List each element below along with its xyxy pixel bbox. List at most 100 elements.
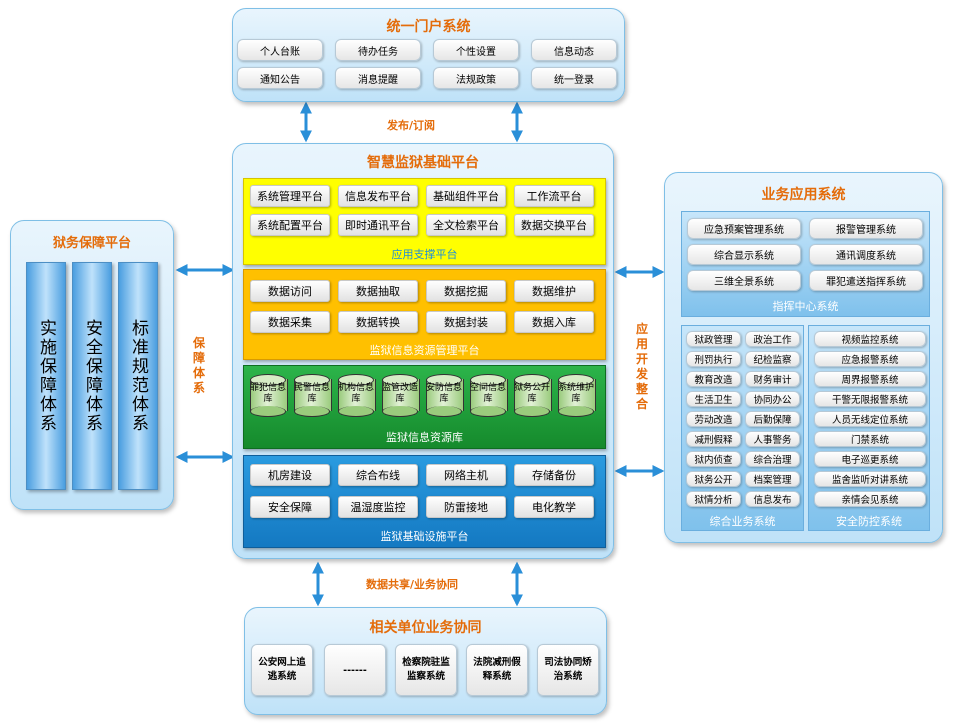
portal-item[interactable]: 信息动态 [531,39,617,61]
infra-item[interactable]: 安全保障 [250,496,330,518]
security-item[interactable]: 视频监控系统 [814,331,926,347]
business-panel: 业务应用系统 应急预案管理系统 报警管理系统 综合显示系统 通讯调度系统 三维全… [664,172,943,543]
security-item[interactable]: 监舍监听对讲系统 [814,471,926,487]
infra-item[interactable]: 温湿度监控 [338,496,418,518]
info-mgmt-title: 监狱信息资源管理平台 [369,344,480,357]
infra-item[interactable]: 机房建设 [250,464,330,486]
app-support-item[interactable]: 数据交换平台 [514,214,594,236]
security-item[interactable]: 周界报警系统 [814,371,926,387]
platform-panel: 智慧监狱基础平台 系统管理平台 信息发布平台 基础组件平台 工作流平台 系统配置… [232,143,614,559]
app-support-item[interactable]: 工作流平台 [514,185,594,207]
app-support-item[interactable]: 系统配置平台 [250,214,330,236]
integrated-item[interactable]: 狱内侦查 [686,451,741,467]
portal-item[interactable]: 法规政策 [433,67,519,89]
db-cylinder[interactable]: 系统维护库 [558,374,596,417]
data-share-label: 数据共享/业务协同 [366,578,459,591]
db-label: 空间信息库 [470,383,507,404]
portal-item[interactable]: 个性设置 [433,39,519,61]
security-item[interactable]: 人员无线定位系统 [814,411,926,427]
security-item[interactable]: 应急报警系统 [814,351,926,367]
security-item[interactable]: 亲情会见系统 [814,491,926,507]
app-support-item[interactable]: 即时通讯平台 [338,214,418,236]
integrated-item[interactable]: 信息发布 [745,491,800,507]
app-support-layer: 系统管理平台 信息发布平台 基础组件平台 工作流平台 系统配置平台 即时通讯平台… [243,178,606,265]
integrated-item[interactable]: 后勤保障 [745,411,800,427]
info-mgmt-layer: 数据访问 数据抽取 数据挖掘 数据维护 数据采集 数据转换 数据封装 数据入库 … [243,269,606,360]
integrated-item[interactable]: 财务审计 [745,371,800,387]
integrated-item[interactable]: 协同办公 [745,391,800,407]
integrated-subpanel: 狱政管理 刑罚执行 教育改造 生活卫生 劳动改造 减刑假释 狱内侦查 狱务公开 … [681,325,804,531]
db-label: 罪犯信息库 [250,383,287,404]
app-support-item[interactable]: 系统管理平台 [250,185,330,207]
command-item[interactable]: 报警管理系统 [809,218,923,239]
integrated-item[interactable]: 刑罚执行 [686,351,741,367]
info-mgmt-item[interactable]: 数据封装 [426,311,506,333]
partner-item[interactable]: 检察院驻监监察系统 [395,644,457,696]
infra-item[interactable]: 防雷接地 [426,496,506,518]
info-mgmt-item[interactable]: 数据挖掘 [426,280,506,302]
partner-item[interactable]: 司法协同矫治系统 [537,644,599,696]
db-cylinder[interactable]: 空间信息库 [470,374,508,417]
command-item[interactable]: 综合显示系统 [687,244,801,265]
portal-panel: 统一门户系统 个人台账 待办任务 个性设置 信息动态 通知公告 消息提醒 法规政… [232,8,625,102]
info-mgmt-item[interactable]: 数据访问 [250,280,330,302]
integrated-item[interactable]: 档案管理 [745,471,800,487]
app-support-item[interactable]: 全文检索平台 [426,214,506,236]
db-label: 系统维护库 [558,383,595,404]
partner-item[interactable]: 公安网上追逃系统 [251,644,313,696]
info-mgmt-item[interactable]: 数据入库 [514,311,594,333]
integrated-item[interactable]: 人事警务 [745,431,800,447]
info-mgmt-item[interactable]: 数据抽取 [338,280,418,302]
integrated-item[interactable]: 纪检监察 [745,351,800,367]
integrated-item[interactable]: 狱务公开 [686,471,741,487]
infra-title: 监狱基础设施平台 [380,530,469,543]
security-item[interactable]: 门禁系统 [814,431,926,447]
integrated-item[interactable]: 教育改造 [686,371,741,387]
info-db-layer: 罪犯信息库 民警信息库 机构信息库 监管改造库 安防信息库 空间信息库 狱务公开… [243,365,606,449]
partner-item[interactable]: 法院减刑假释系统 [466,644,528,696]
app-support-item[interactable]: 基础组件平台 [426,185,506,207]
pillar-standards: 标准规范体系 [118,262,158,490]
integrated-item[interactable]: 政治工作 [745,331,800,347]
integrated-item[interactable]: 狱情分析 [686,491,741,507]
info-mgmt-item[interactable]: 数据采集 [250,311,330,333]
partner-item[interactable]: ------ [324,644,386,696]
command-title: 指挥中心系统 [772,300,839,313]
db-cylinder[interactable]: 民警信息库 [294,374,332,417]
infra-item[interactable]: 网络主机 [426,464,506,486]
portal-item[interactable]: 消息提醒 [335,67,421,89]
info-mgmt-item[interactable]: 数据维护 [514,280,594,302]
db-label: 监管改造库 [382,383,419,404]
integrated-item[interactable]: 狱政管理 [686,331,741,347]
portal-item[interactable]: 待办任务 [335,39,421,61]
infra-item[interactable]: 电化教学 [514,496,594,518]
infra-item[interactable]: 综合布线 [338,464,418,486]
portal-item[interactable]: 个人台账 [237,39,323,61]
security-item[interactable]: 干警无限报警系统 [814,391,926,407]
integrated-item[interactable]: 劳动改造 [686,411,741,427]
db-cylinder[interactable]: 监管改造库 [382,374,420,417]
guarantee-title: 狱务保障平台 [52,236,131,251]
command-item[interactable]: 罪犯遣送指挥系统 [809,270,923,291]
db-cylinder[interactable]: 机构信息库 [338,374,376,417]
integrated-item[interactable]: 综合治理 [745,451,800,467]
db-cylinder[interactable]: 狱务公开库 [514,374,552,417]
command-item[interactable]: 通讯调度系统 [809,244,923,265]
security-item[interactable]: 电子巡更系统 [814,451,926,467]
command-item[interactable]: 应急预案管理系统 [687,218,801,239]
db-cylinder[interactable]: 罪犯信息库 [250,374,288,417]
portal-item[interactable]: 统一登录 [531,67,617,89]
app-support-item[interactable]: 信息发布平台 [338,185,418,207]
integrated-item[interactable]: 生活卫生 [686,391,741,407]
infra-item[interactable]: 存储备份 [514,464,594,486]
integrated-item[interactable]: 减刑假释 [686,431,741,447]
info-mgmt-item[interactable]: 数据转换 [338,311,418,333]
db-cylinder[interactable]: 安防信息库 [426,374,464,417]
command-item[interactable]: 三维全景系统 [687,270,801,291]
security-subpanel: 视频监控系统 应急报警系统 周界报警系统 干警无限报警系统 人员无线定位系统 门… [808,325,930,531]
portal-item[interactable]: 通知公告 [237,67,323,89]
pillar-implementation: 实施保障体系 [26,262,66,490]
app-support-title: 应用支撑平台 [391,248,458,261]
business-title: 业务应用系统 [761,187,846,203]
security-title: 安全防控系统 [836,515,902,528]
